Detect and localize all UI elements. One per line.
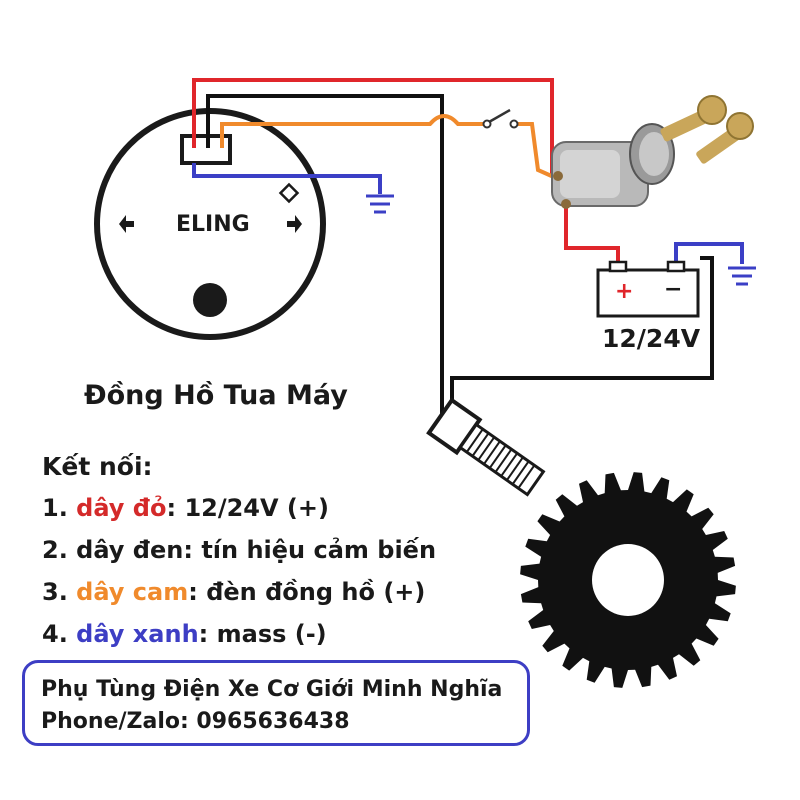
- battery-ground-icon: [728, 266, 756, 286]
- connection-number: 4.: [42, 620, 77, 648]
- connection-desc: : 12/24V (+): [166, 494, 329, 522]
- gauge-hole: [193, 283, 227, 317]
- key-icon: [660, 95, 754, 164]
- gear-center-hole: [592, 544, 664, 616]
- ignition-key-switch: [551, 123, 675, 209]
- gauge-left-mount-icon: [119, 215, 134, 233]
- battery-voltage: 12/24V: [602, 324, 701, 353]
- connection-item: 3. dây cam: đèn đồng hồ (+): [42, 578, 425, 606]
- wire-name: dây xanh: [76, 620, 199, 648]
- connection-desc: : tín hiệu cảm biến: [183, 536, 437, 564]
- wire-name: dây đỏ: [76, 494, 167, 522]
- battery-minus-label: −: [664, 277, 682, 302]
- orange-wire-light: [220, 114, 486, 148]
- black-wire-signal: [206, 94, 444, 432]
- shop-name: Phụ Tùng Điện Xe Cơ Giới Minh Nghĩa: [41, 677, 503, 702]
- blue-wire-gauge: [192, 163, 382, 194]
- speed-sensor: [426, 397, 546, 497]
- black-wire-sensor-return: [450, 256, 714, 432]
- connection-item: 4. dây xanh: mass (-): [42, 620, 327, 648]
- gauge-title: Đồng Hồ Tua Máy: [84, 380, 348, 411]
- connection-desc: : đèn đồng hồ (+): [188, 578, 426, 606]
- connection-item: 2. dây đen: tín hiệu cảm biến: [42, 536, 436, 564]
- battery-plus-label: +: [615, 279, 633, 304]
- blue-wire-battery: [674, 242, 744, 264]
- connection-title: Kết nối:: [42, 452, 153, 481]
- phone-number: Phone/Zalo: 0965636438: [41, 709, 350, 734]
- red-wire-battery: [564, 206, 620, 262]
- gauge-light-icon: [278, 182, 300, 204]
- switch-contact-left: [482, 119, 492, 129]
- battery: [596, 260, 700, 318]
- wire-name: dây đen: [76, 536, 184, 564]
- connection-desc: : mass (-): [198, 620, 327, 648]
- connection-item: 1. dây đỏ: 12/24V (+): [42, 494, 329, 522]
- gauge-right-mount-icon: [287, 215, 302, 233]
- connection-number: 1.: [42, 494, 77, 522]
- gauge-brand-label: ELING: [176, 212, 250, 237]
- contact-box: Phụ Tùng Điện Xe Cơ Giới Minh Nghĩa Phon…: [22, 660, 530, 746]
- switch-contact-right: [509, 119, 519, 129]
- orange-wire-key: [514, 122, 557, 180]
- switch-lever: [488, 108, 511, 124]
- connection-number: 2.: [42, 536, 77, 564]
- wire-name: dây cam: [76, 578, 189, 606]
- ground-icon: [366, 194, 394, 214]
- connection-number: 3.: [42, 578, 77, 606]
- red-wire-gauge: [192, 78, 554, 176]
